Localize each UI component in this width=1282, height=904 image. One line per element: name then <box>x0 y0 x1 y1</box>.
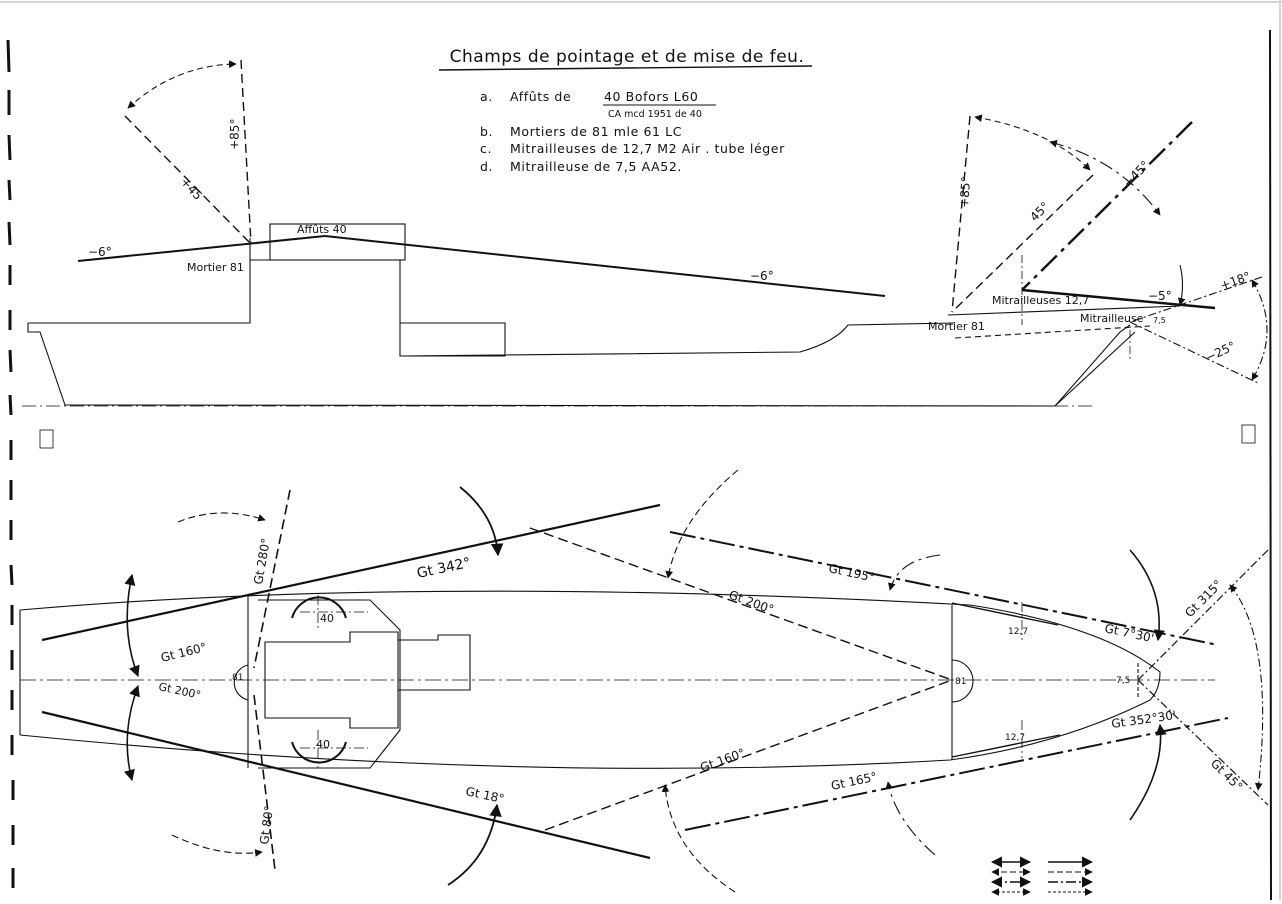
label-81-aft: 81 <box>232 673 243 683</box>
legend-text-c: Mitrailleuses de 12,7 M2 Air . tube lége… <box>510 141 785 156</box>
angle-minus5: −5° <box>1148 289 1172 303</box>
legend: a. Affûts de 40 Bofors L60 CA mcd 1951 d… <box>480 89 785 174</box>
angle-g160-aft: Gt 160° <box>159 640 208 665</box>
angle-g200-mid: Gt 200° <box>727 588 776 617</box>
angle-g45: Gt 45° <box>1208 756 1246 794</box>
label-mitr75-cal: 7,5 <box>1153 316 1166 325</box>
label-mortier-fwd: Mortier 81 <box>928 320 985 333</box>
angle-plus18: +18° <box>1218 269 1252 293</box>
label-mitr127: Mitrailleuses 12,7 <box>992 294 1089 307</box>
label-75: 7,5 <box>1116 676 1130 686</box>
drawing-title: Champs de pointage et de mise de feu. <box>450 47 805 67</box>
legend-key-d: d. <box>480 159 493 174</box>
label-127-top: 12,7 <box>1008 627 1028 637</box>
angle-g7-30: Gt 7°30' <box>1103 621 1155 645</box>
angle-plus85-fwd: +85° <box>957 176 973 208</box>
label-127-bot: 12,7 <box>1005 733 1025 743</box>
legend-key-b: b. <box>480 124 493 139</box>
hull-profile <box>27 323 1131 407</box>
legend-text-d: Mitrailleuse de 7,5 AA52. <box>510 159 682 174</box>
angle-g160-mid: Gt 160° <box>698 746 747 775</box>
angle-minus6-left: −6° <box>88 245 112 259</box>
label-40-top: 40 <box>320 612 334 625</box>
angle-45-fwd: 45° <box>1027 199 1052 224</box>
angle-plus85-aft: +85° <box>227 118 242 150</box>
angle-g18: Gt 18° <box>464 784 505 806</box>
stamp-left <box>39 429 54 449</box>
angle-g352: Gt 352°30' <box>1110 708 1177 731</box>
legend-key-a: a. <box>480 89 493 104</box>
legend-sub-a: CA mcd 1951 de 40 <box>608 109 702 120</box>
angle-g80: Gt 80° <box>257 805 276 846</box>
angle-plus45-aft: +45 <box>178 175 205 203</box>
label-mitr75: Mitrailleuse <box>1080 312 1144 325</box>
legend-text-b: Mortiers de 81 mle 61 LC <box>510 124 682 139</box>
angle-g280: Gt 280° <box>251 537 273 585</box>
legend-emph-a: 40 Bofors L60 <box>604 89 698 104</box>
label-40-bot: 40 <box>316 738 330 751</box>
angle-g200-aft: Gt 200° <box>157 680 202 702</box>
title-underline <box>438 65 813 71</box>
angle-minus25: −25° <box>1203 339 1237 365</box>
hull-plan <box>19 590 1161 769</box>
label-mortier-aft: Mortier 81 <box>187 261 244 274</box>
stamp-right <box>1241 424 1256 444</box>
angle-g195: Gt 195° <box>827 561 876 584</box>
legend-text-a: Affûts de <box>510 89 571 104</box>
angle-g342: Gt 342° <box>416 555 473 582</box>
label-81-mid: 81 <box>955 677 966 687</box>
profile-view <box>22 59 1268 407</box>
angle-minus6-right: −6° <box>750 269 774 283</box>
angle-g165: Gt 165° <box>830 770 879 793</box>
legend-key-c: c. <box>480 141 492 156</box>
plan-view <box>19 469 1269 896</box>
angle-plus45-fwd: +45° <box>1120 158 1152 190</box>
plan-labels: Gt 342° Gt 280° Gt 160° Gt 200° Gt 80° G… <box>157 537 1245 845</box>
label-affuts: Affûts 40 <box>297 223 347 236</box>
